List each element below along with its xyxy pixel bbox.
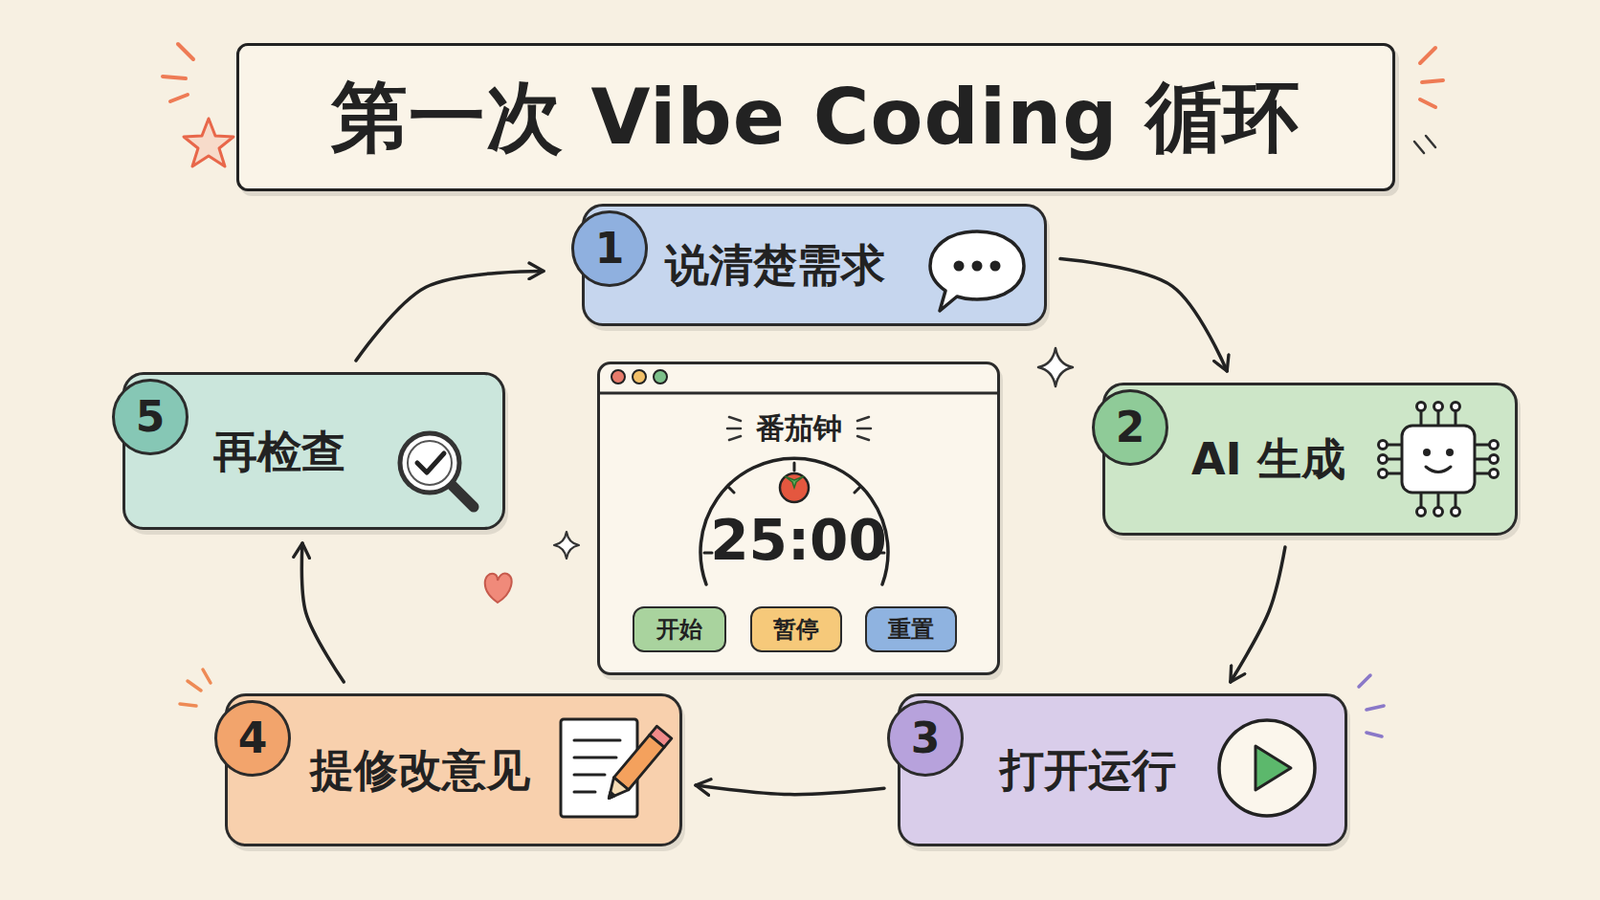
app-button: 重置 (865, 606, 957, 653)
app-window: 番茄钟 25:00 开始 暂停 重置 (597, 361, 1000, 676)
step-box: 1说清楚需求 (581, 203, 1047, 327)
flow-arrow (695, 785, 885, 796)
step-number: 2 (1091, 389, 1169, 467)
tick-line (1425, 135, 1436, 148)
tick-line (202, 669, 211, 684)
heart (485, 574, 512, 603)
step-number: 4 (214, 700, 291, 778)
flow-arrow (301, 543, 344, 683)
tick-line (1414, 141, 1424, 154)
magnifier-check-icon (400, 433, 474, 508)
step-number: 1 (571, 210, 648, 288)
tick-line (187, 681, 201, 691)
sparkle-star (554, 532, 579, 559)
app-title: 番茄钟 (600, 414, 998, 444)
step-icon (391, 422, 488, 519)
step-icon (553, 710, 668, 825)
title-box: 第一次 Vibe Coding 循环 (236, 43, 1396, 192)
badge-ticks (1358, 675, 1384, 737)
sparkle-line (1420, 99, 1436, 108)
step-box: 5再检查 (122, 372, 506, 531)
title-star (183, 118, 234, 167)
sparkle-line (1420, 47, 1436, 64)
tick-line (1358, 675, 1371, 688)
sparkle-line (177, 44, 194, 60)
tick-line (1366, 706, 1384, 711)
flow-arrow (1060, 259, 1227, 372)
button-label: 开始 (656, 618, 703, 642)
title-text: 第一次 Vibe Coding 循环 (331, 75, 1302, 160)
step-label: 提修改意见 (310, 745, 531, 797)
step-label: 再检查 (213, 425, 346, 477)
step-box: 4提修改意见 (224, 693, 683, 847)
step-box: 3打开运行 (897, 693, 1348, 847)
app-button: 暂停 (750, 606, 843, 653)
step-icon (1373, 397, 1504, 522)
sparkle-line (170, 94, 188, 102)
app-window-art (597, 370, 1000, 585)
tick-line (1366, 733, 1382, 737)
step-label: AI 生成 (1191, 434, 1346, 486)
play-button-icon (1219, 720, 1315, 817)
step-label: 说清楚需求 (665, 240, 886, 291)
flow-arrow (1230, 547, 1286, 683)
button-label: 重置 (888, 618, 934, 642)
notepad-pencil-icon (560, 719, 672, 818)
step-icon (1214, 715, 1320, 822)
step-number: 3 (887, 700, 964, 778)
star-shape (183, 118, 234, 167)
step-label: 打开运行 (1000, 745, 1177, 797)
step-box: 2AI 生成 (1102, 382, 1518, 536)
ai-chip-icon (1378, 402, 1499, 517)
speech-bubble-icon (930, 231, 1024, 312)
step-number: 5 (111, 378, 189, 456)
timer-readout: 25:00 (600, 512, 998, 569)
button-label: 暂停 (773, 618, 820, 642)
flow-arrow (355, 270, 544, 361)
sparkle-line (162, 76, 186, 79)
app-button: 开始 (632, 606, 727, 653)
badge-ticks (179, 669, 211, 707)
sparkle-star (1038, 348, 1073, 387)
tick-line (179, 704, 197, 707)
sparkle-line (1422, 80, 1444, 83)
step-icon (924, 223, 1030, 315)
title-ticks (1414, 135, 1436, 154)
